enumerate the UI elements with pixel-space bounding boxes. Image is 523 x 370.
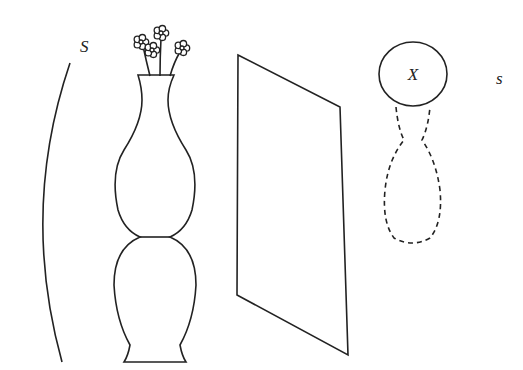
node-text: X [408,66,418,83]
vase-image [384,107,440,243]
curved-surface [43,63,70,362]
glass-plate [237,55,348,355]
surface-label: s [496,70,503,87]
flowers [134,26,190,58]
vase-waist [140,236,170,238]
flower-stems [143,38,180,76]
image-ellipse: X [378,41,448,107]
vase [114,75,196,362]
surface-label: S [80,38,89,55]
